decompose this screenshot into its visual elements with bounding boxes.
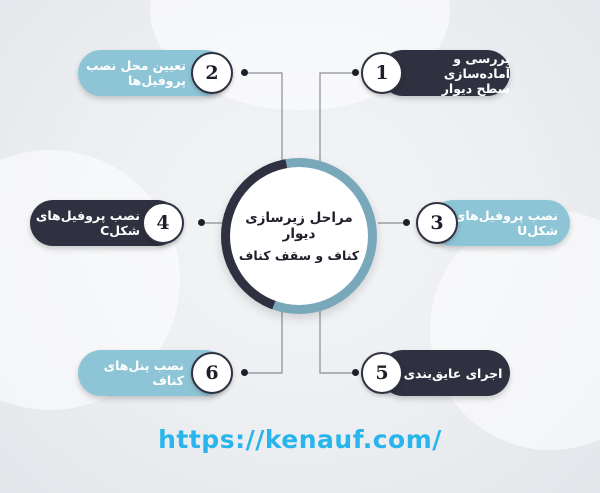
step-1-connector-dot: [352, 69, 359, 76]
step-3-connector-dot: [403, 219, 410, 226]
step-2-label: تعیین محل نصب پروفیل‌ها: [85, 58, 186, 88]
step-3-number: 3: [416, 202, 458, 244]
step-1-label: بررسی و آماده‌سازی سطح دیوار: [441, 50, 510, 96]
step-2-number: 2: [191, 52, 233, 94]
connector-line-2: [244, 72, 283, 170]
step-3-label: نصب پروفیل‌های شکلU: [453, 208, 558, 238]
step-4-label: نصب پروفیل‌های شکلC: [35, 208, 140, 238]
step-6-number: 6: [191, 352, 233, 394]
step-5-label: اجرای عایق‌بندی: [403, 365, 503, 381]
step-2-connector-dot: [241, 69, 248, 76]
connector-line-5: [319, 300, 356, 374]
connector-line-6: [244, 300, 283, 374]
connector-line-1: [319, 72, 356, 170]
step-4-number: 4: [142, 202, 184, 244]
center-subtitle: کناف و سقف کناف: [238, 247, 360, 263]
step-6-label: نصب پنل‌های کناف: [103, 358, 184, 388]
step-5-connector-dot: [352, 369, 359, 376]
step-3-pill: نصب پروفیل‌های شکلU: [430, 200, 570, 246]
step-4-connector-dot: [198, 219, 205, 226]
website-url[interactable]: https://kenauf.com/: [158, 425, 442, 454]
center-circle: مراحل زیرسازی دیوار کناف و سقف کناف: [230, 167, 368, 305]
step-5-number: 5: [361, 352, 403, 394]
step-1-number: 1: [361, 52, 403, 94]
center-title: مراحل زیرسازی دیوار: [245, 209, 353, 242]
step-6-connector-dot: [241, 369, 248, 376]
